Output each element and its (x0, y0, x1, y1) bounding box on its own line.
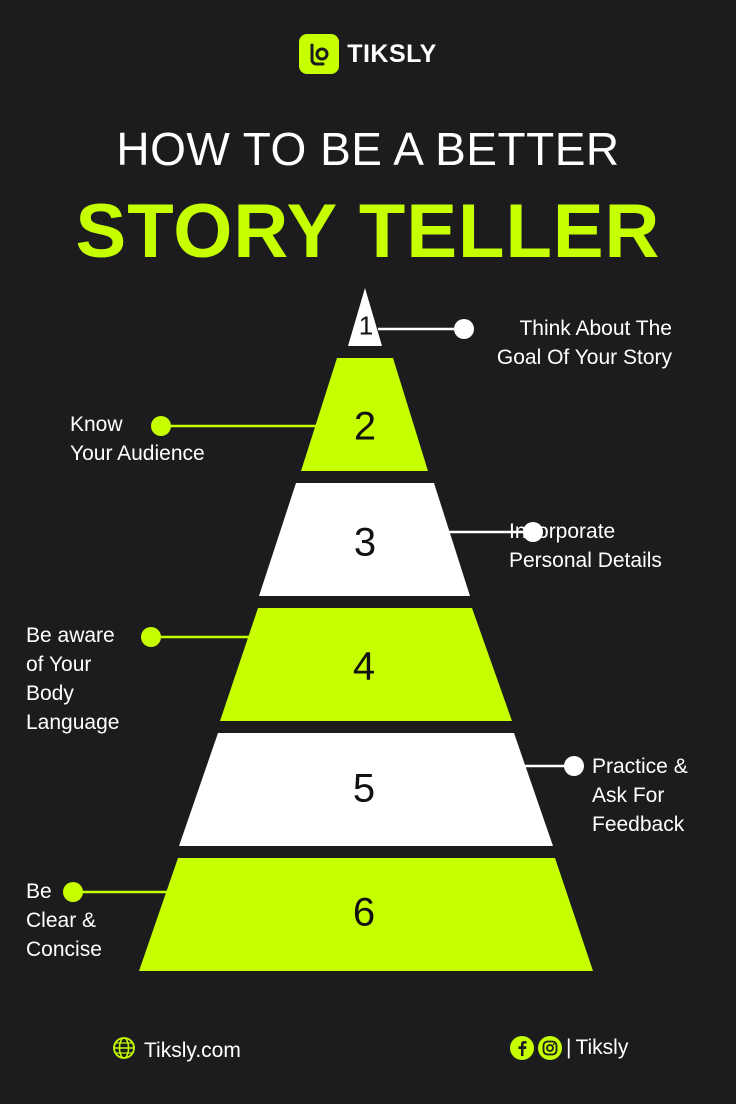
tier-3-shape (259, 483, 470, 596)
tier-5-shape (179, 733, 553, 846)
tier-2-dot (151, 416, 171, 436)
tier-3-label: Incorporate Personal Details (509, 520, 662, 572)
tier-1-shape (348, 288, 382, 346)
title-line-1: HOW TO BE A BETTER (116, 123, 620, 175)
tier-2-shape (301, 358, 428, 471)
tier-6-shape (139, 858, 593, 971)
tier-2-number: 2 (353, 404, 377, 449)
social-handle[interactable]: Tiksly (575, 1036, 629, 1059)
tier-5-label: Practice & Ask For Feedback (592, 755, 688, 836)
tier-1-dot (454, 319, 474, 339)
footer-social: | Tiksly (510, 1036, 628, 1060)
tier-3-dot (523, 522, 543, 542)
instagram-icon[interactable] (538, 1036, 562, 1060)
tier-4-shape (220, 608, 512, 721)
tier-4-number: 4 (352, 644, 376, 689)
tier-6-label: Be Clear & Concise (26, 880, 102, 961)
tier-5-dot (564, 756, 584, 776)
tier-5-number: 5 (352, 766, 376, 811)
tiksly-logo-icon (299, 34, 340, 74)
brand-name: TIKSLY (347, 39, 437, 68)
tier-4-dot (141, 627, 161, 647)
tier-4-label: Be aware of Your Body Language (26, 624, 120, 734)
tier-6-dot (63, 882, 83, 902)
globe-icon (112, 1036, 136, 1066)
facebook-icon[interactable] (510, 1036, 534, 1060)
tier-1-label: Think About The Goal Of Your Story (496, 317, 672, 369)
title-line-2: STORY TELLER (75, 189, 661, 274)
footer-website[interactable]: Tiksly.com (112, 1036, 241, 1066)
social-separator: | (566, 1036, 572, 1059)
brand: TIKSLY (0, 34, 736, 74)
tier-6-number: 6 (352, 890, 376, 935)
tier-2-label: Know Your Audience (70, 413, 205, 465)
tier-1-number: 1 (358, 310, 374, 341)
website-link[interactable]: Tiksly.com (144, 1039, 241, 1062)
tier-3-number: 3 (353, 520, 377, 565)
